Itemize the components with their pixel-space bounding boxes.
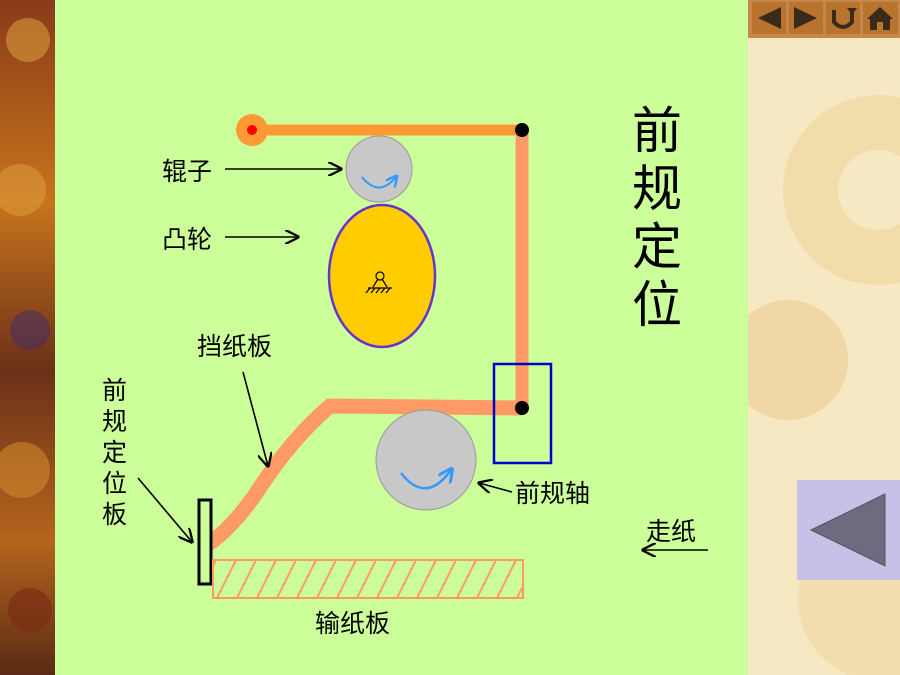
front-lay-shaft	[375, 409, 477, 511]
back-button[interactable]	[797, 480, 900, 580]
front-lay-plate-arrow	[137, 477, 192, 542]
title-char: 位	[632, 276, 682, 334]
home-icon[interactable]	[863, 2, 898, 34]
roller-label: 辊子	[162, 157, 212, 186]
front-lay-plate	[197, 498, 213, 586]
plate-label-char: 定	[102, 438, 127, 467]
title-char: 前	[632, 102, 682, 160]
plate-label-char: 位	[102, 469, 127, 498]
next-icon[interactable]	[789, 2, 823, 34]
stop-plate-arrow	[242, 371, 268, 466]
plate-label-char: 板	[102, 500, 127, 529]
cam	[327, 203, 437, 349]
plate-label-char: 前	[102, 376, 127, 405]
prev-icon[interactable]	[752, 2, 786, 34]
front-lay-plate-label: 前 规 定 位 板	[102, 376, 127, 529]
nav-bar	[752, 2, 898, 34]
plate-label-char: 规	[102, 407, 127, 436]
highlight-box	[492, 362, 553, 465]
feed-board-label: 输纸板	[315, 609, 390, 638]
stop-plate-label: 挡纸板	[197, 332, 272, 361]
shaft-label: 前规轴	[515, 479, 590, 508]
feed-board	[212, 559, 524, 599]
left-decoration	[0, 0, 55, 675]
fixed-pivot-icon	[365, 271, 392, 294]
roller	[345, 135, 413, 203]
joint-top	[515, 123, 529, 137]
shaft-rotation-arrow-icon	[400, 470, 451, 490]
title-char: 规	[632, 160, 682, 218]
cam-label: 凸轮	[162, 225, 212, 254]
roller-rotation-arrow-icon	[361, 177, 396, 189]
upper-lever	[236, 114, 522, 146]
return-icon[interactable]	[826, 2, 860, 34]
triangle-left-icon	[809, 493, 886, 567]
shaft-arrow	[479, 483, 513, 492]
title-char: 定	[632, 218, 682, 276]
front-lay-arm	[202, 398, 523, 552]
slide-title: 前 规 定 位	[632, 102, 682, 334]
joint-bottom	[515, 401, 529, 415]
paper-feed-label: 走纸	[646, 517, 696, 546]
